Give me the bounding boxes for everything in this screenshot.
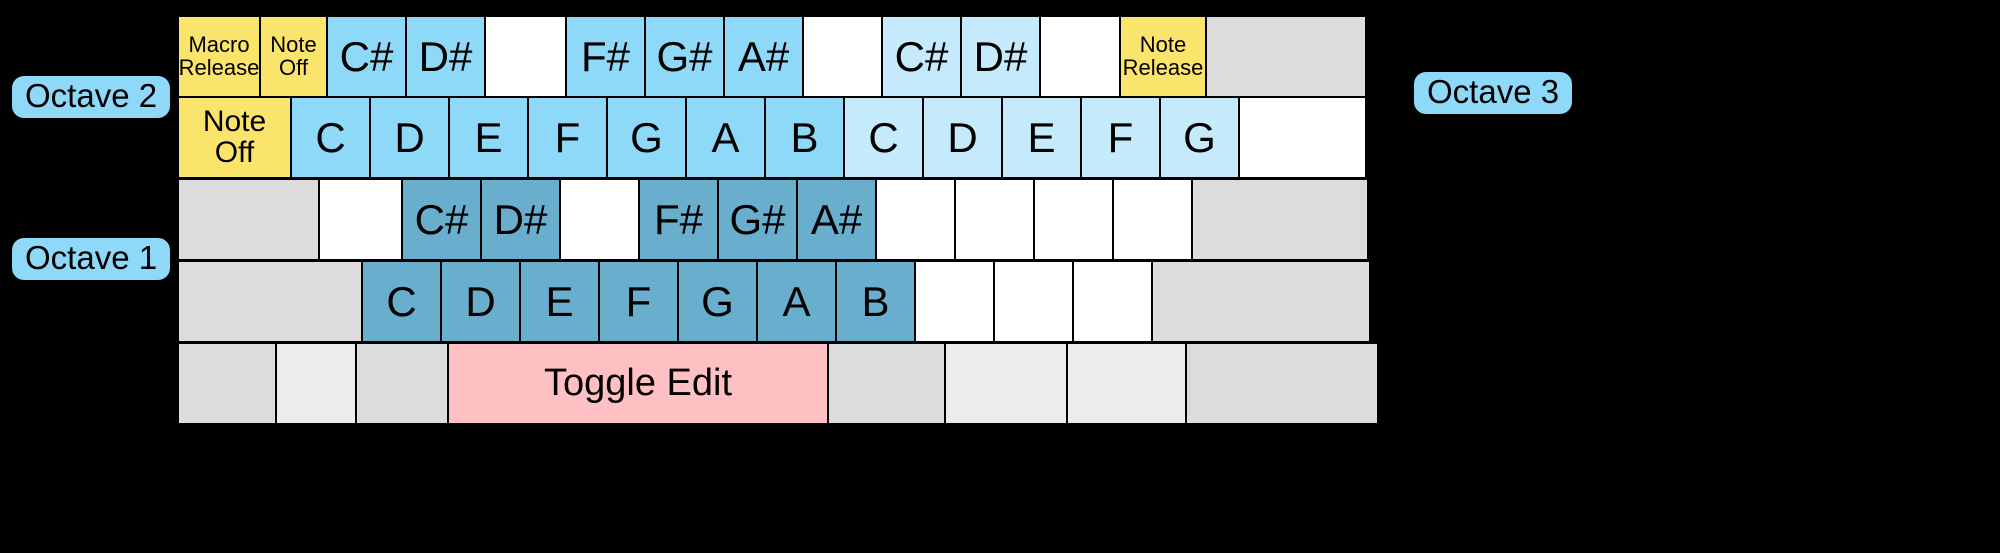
key-blank[interactable] (1066, 342, 1187, 425)
key-blank[interactable] (177, 260, 363, 343)
key-blank[interactable] (1238, 96, 1367, 179)
key-blank[interactable] (1205, 15, 1367, 98)
key-a-sharp[interactable]: A# (796, 178, 877, 261)
key-c[interactable]: C (361, 260, 442, 343)
key-blank[interactable] (355, 342, 449, 425)
key-f[interactable]: F (527, 96, 608, 179)
key-blank[interactable] (1072, 260, 1153, 343)
key-blank[interactable] (954, 178, 1035, 261)
key-g[interactable]: G (1159, 96, 1240, 179)
key-blank[interactable] (802, 15, 883, 98)
key-blank[interactable] (559, 178, 640, 261)
key-g[interactable]: G (677, 260, 758, 343)
key-note-off[interactable]: Note Off (259, 15, 328, 98)
key-g[interactable]: G (606, 96, 687, 179)
key-blank[interactable] (484, 15, 567, 98)
key-a-sharp[interactable]: A# (723, 15, 804, 98)
octave-label-2: Octave 2 (12, 76, 171, 118)
key-blank[interactable] (177, 342, 277, 425)
key-c-sharp[interactable]: C# (326, 15, 407, 98)
key-blank[interactable] (1112, 178, 1193, 261)
key-g-sharp[interactable]: G# (644, 15, 725, 98)
key-d-sharp[interactable]: D# (405, 15, 486, 98)
key-c[interactable]: C (290, 96, 371, 179)
key-blank[interactable] (1039, 15, 1121, 98)
key-blank[interactable] (944, 342, 1068, 425)
key-b[interactable]: B (835, 260, 916, 343)
key-c[interactable]: C (843, 96, 924, 179)
key-c-sharp[interactable]: C# (401, 178, 482, 261)
key-blank[interactable] (275, 342, 357, 425)
row-bottom-modifiers: Toggle Edit (177, 342, 1393, 425)
key-blank[interactable] (1033, 178, 1114, 261)
key-blank[interactable] (993, 260, 1074, 343)
octave-label-1: Octave 1 (12, 238, 171, 280)
key-f[interactable]: F (1080, 96, 1161, 179)
key-blank[interactable] (1185, 342, 1379, 425)
key-blank[interactable] (914, 260, 995, 343)
key-blank[interactable] (177, 178, 320, 261)
key-c-sharp[interactable]: C# (881, 15, 962, 98)
key-note-release[interactable]: Note Release (1119, 15, 1207, 98)
key-e[interactable]: E (448, 96, 529, 179)
key-blank[interactable] (875, 178, 956, 261)
key-blank[interactable] (827, 342, 946, 425)
key-d[interactable]: D (922, 96, 1003, 179)
key-toggle-edit[interactable]: Toggle Edit (447, 342, 829, 425)
key-e[interactable]: E (519, 260, 600, 343)
key-macro-release[interactable]: Macro Release (177, 15, 261, 98)
key-e[interactable]: E (1001, 96, 1082, 179)
key-blank[interactable] (1151, 260, 1371, 343)
key-note-off[interactable]: Note Off (177, 96, 292, 179)
key-g-sharp[interactable]: G# (717, 178, 798, 261)
key-d-sharp[interactable]: D# (960, 15, 1041, 98)
octave-label-3: Octave 3 (1414, 72, 1573, 114)
row-black-upper-octave1: C#D# F#G#A# (177, 178, 1393, 261)
key-f-sharp[interactable]: F# (638, 178, 719, 261)
key-blank[interactable] (318, 178, 403, 261)
key-f-sharp[interactable]: F# (565, 15, 646, 98)
key-d[interactable]: D (440, 260, 521, 343)
key-f[interactable]: F (598, 260, 679, 343)
key-a[interactable]: A (685, 96, 766, 179)
key-d[interactable]: D (369, 96, 450, 179)
key-d-sharp[interactable]: D# (480, 178, 561, 261)
key-a[interactable]: A (756, 260, 837, 343)
key-blank[interactable] (1191, 178, 1369, 261)
key-b[interactable]: B (764, 96, 845, 179)
